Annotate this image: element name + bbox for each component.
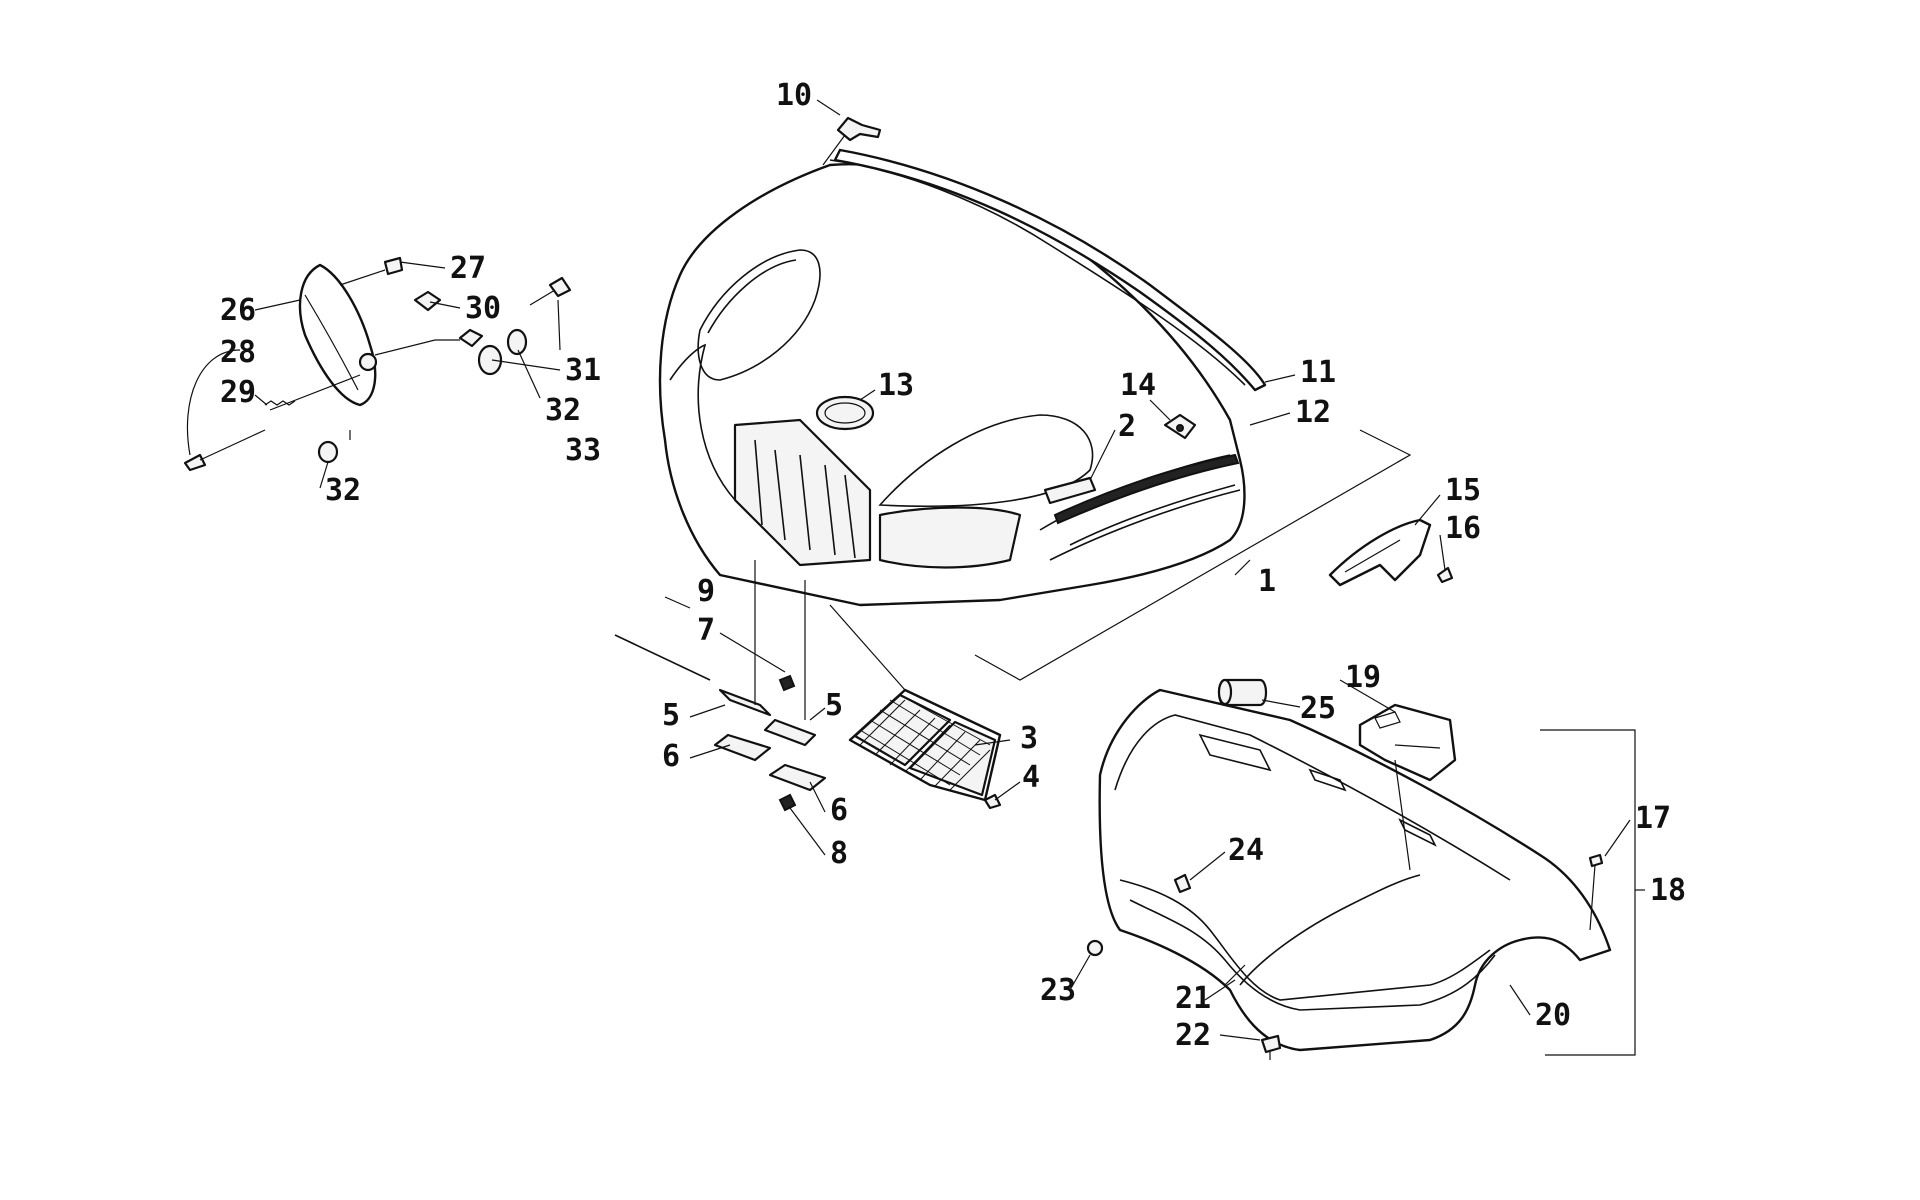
hood xyxy=(658,159,1246,607)
callout-5-right: 5 xyxy=(825,688,843,723)
callout-16: 16 xyxy=(1445,511,1481,546)
part-10-clip xyxy=(822,116,882,166)
callout-28: 28 xyxy=(220,335,256,370)
callout-1: 1 xyxy=(1258,564,1276,599)
headlight xyxy=(298,263,378,407)
callout-10: 10 xyxy=(776,78,812,113)
callout-26: 26 xyxy=(220,293,256,328)
callout-15: 15 xyxy=(1445,473,1481,508)
callout-33: 33 xyxy=(565,433,601,468)
callout-5-left: 5 xyxy=(662,698,680,733)
callout-27: 27 xyxy=(450,251,486,286)
storage-bin-parts xyxy=(1086,678,1636,1060)
storage-bin xyxy=(1098,688,1612,1052)
grille-screen xyxy=(829,604,1002,810)
callout-21: 21 xyxy=(1175,981,1211,1016)
callout-31: 31 xyxy=(565,353,601,388)
callout-14: 14 xyxy=(1120,368,1156,403)
part-14-clip xyxy=(1163,413,1197,440)
headlight-hardware xyxy=(183,256,572,472)
callout-8: 8 xyxy=(830,836,848,871)
callout-6-right: 6 xyxy=(830,793,848,828)
callout-29: 29 xyxy=(220,375,256,410)
leader-lines xyxy=(186,99,1645,1041)
callout-24: 24 xyxy=(1228,833,1264,868)
callout-22: 22 xyxy=(1175,1018,1211,1053)
part-11-trim xyxy=(833,148,1267,392)
callout-23: 23 xyxy=(1040,973,1076,1008)
callout-17: 17 xyxy=(1635,801,1671,836)
callouts: 1 2 3 4 5 5 6 6 7 8 9 10 11 12 13 14 15 … xyxy=(220,78,1686,1053)
callout-7: 7 xyxy=(697,613,715,648)
callout-12: 12 xyxy=(1295,395,1331,430)
callout-2: 2 xyxy=(1118,409,1136,444)
callout-30: 30 xyxy=(465,291,501,326)
callout-4: 4 xyxy=(1022,760,1040,795)
callout-25: 25 xyxy=(1300,691,1336,726)
callout-11: 11 xyxy=(1300,355,1336,390)
callout-18: 18 xyxy=(1650,873,1686,908)
callout-32-upper: 32 xyxy=(545,393,581,428)
assembly-bracket-1 xyxy=(974,429,1412,681)
bracket-parts xyxy=(614,560,827,812)
callout-9: 9 xyxy=(697,574,715,609)
callout-6-left: 6 xyxy=(662,739,680,774)
callout-19: 19 xyxy=(1345,660,1381,695)
callout-20: 20 xyxy=(1535,998,1571,1033)
callout-13: 13 xyxy=(878,368,914,403)
callout-3: 3 xyxy=(1020,721,1038,756)
callout-32-lower: 32 xyxy=(325,473,361,508)
part-15-bracket xyxy=(1328,518,1454,587)
